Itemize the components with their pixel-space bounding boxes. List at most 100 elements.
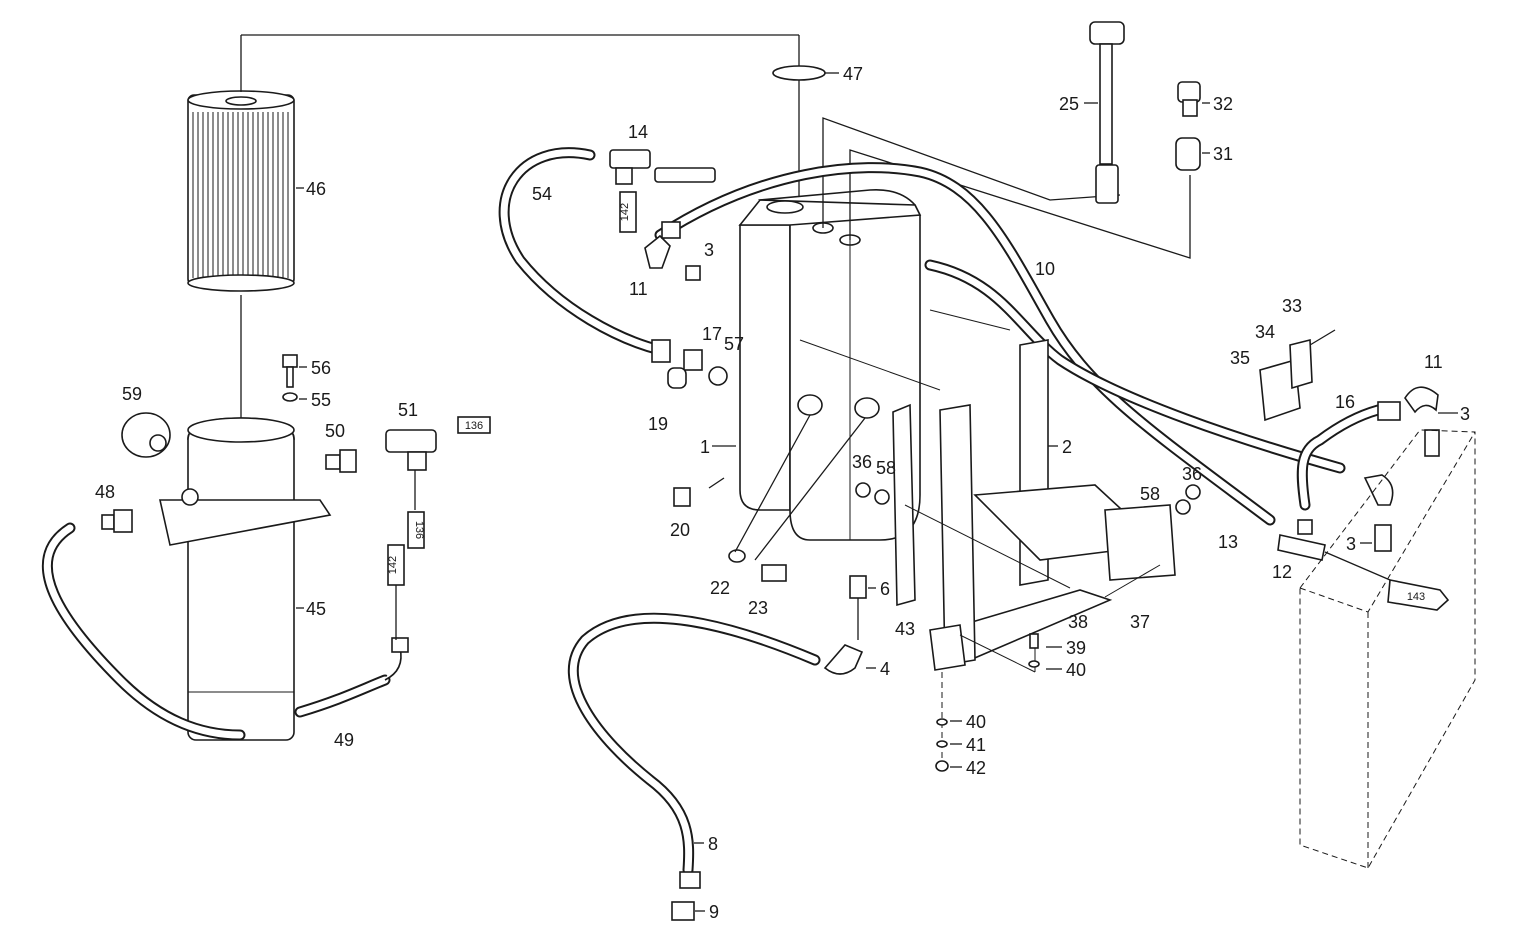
- part-label-11-2: 11: [1424, 352, 1443, 372]
- screw-39: [1029, 633, 1039, 649]
- part-label-3-3: 3: [1346, 534, 1356, 554]
- part-label-50: 50: [325, 421, 345, 441]
- nut-36b: [1185, 484, 1201, 500]
- part-label-17: 17: [702, 324, 722, 344]
- part-label-25: 25: [1059, 94, 1079, 114]
- tee-51: [385, 429, 437, 471]
- tank-1: [738, 188, 922, 541]
- tee-12: [1277, 534, 1326, 561]
- tag-136-down: 136: [407, 511, 425, 549]
- part-label-46: 46: [306, 179, 326, 199]
- hose-54: [498, 147, 666, 356]
- tag-136a-text: 136: [465, 420, 483, 432]
- part-label-58-1: 58: [876, 458, 896, 478]
- part-label-58-2: 58: [1140, 484, 1160, 504]
- fitting-3-right-top: [1424, 429, 1440, 457]
- fitting-6: [849, 575, 867, 599]
- plug-32: [1177, 81, 1201, 117]
- plug-9: [671, 901, 695, 921]
- elbow-11-top: [644, 234, 671, 269]
- seal-ring-47: [772, 65, 826, 81]
- bracket-2: [929, 339, 1176, 671]
- tag-142b-text: 142: [387, 556, 399, 574]
- part-label-23: 23: [748, 598, 768, 618]
- tag-136b-text: 136: [413, 521, 425, 539]
- tag-143-text: 143: [1407, 591, 1425, 603]
- part-label-43: 43: [895, 619, 915, 639]
- union-48: [101, 509, 133, 533]
- washer-55: [282, 392, 298, 402]
- part-label-54: 54: [532, 184, 552, 204]
- tag-142-left: 142: [387, 544, 405, 586]
- nut-hose-54: [661, 221, 681, 239]
- part-label-41: 41: [966, 735, 986, 755]
- tag-142a-text: 142: [619, 203, 631, 221]
- part-label-36-1: 36: [852, 452, 872, 472]
- washer-40b: [936, 718, 948, 726]
- part-label-55: 55: [311, 390, 331, 410]
- washer-58a: [874, 489, 890, 505]
- plug-31: [1175, 137, 1201, 171]
- tag-142-top: 142: [619, 191, 637, 233]
- part-label-6: 6: [880, 579, 890, 599]
- fitting-14: [609, 149, 716, 185]
- part-label-31: 31: [1213, 144, 1233, 164]
- part-label-33: 33: [1282, 296, 1302, 316]
- part-label-45: 45: [306, 599, 326, 619]
- part-label-42: 42: [966, 758, 986, 778]
- nut-42: [935, 760, 949, 772]
- nut-9a: [679, 871, 701, 889]
- leader-tank-31: [849, 149, 1191, 259]
- part-label-59: 59: [122, 384, 142, 404]
- nut-17a: [651, 339, 671, 363]
- part-label-38: 38: [1068, 612, 1088, 632]
- union-50: [325, 449, 357, 473]
- part-label-47: 47: [843, 64, 863, 84]
- part-label-16: 16: [1335, 392, 1355, 412]
- tag-136-right: 136: [457, 416, 491, 434]
- filter-housing-45: [159, 417, 332, 741]
- nut-16: [1377, 401, 1401, 421]
- part-label-22: 22: [710, 578, 730, 598]
- part-label-11-1: 11: [629, 279, 648, 299]
- part-label-35: 35: [1230, 348, 1250, 368]
- part-label-36-2: 36: [1182, 464, 1202, 484]
- sensor-23: [761, 564, 787, 582]
- fitting-3-top: [685, 265, 701, 281]
- part-label-37: 37: [1130, 612, 1150, 632]
- part-label-51: 51: [398, 400, 418, 420]
- part-label-10: 10: [1035, 259, 1055, 279]
- part-label-13: 13: [1218, 532, 1238, 552]
- sensor-25: [1089, 21, 1125, 204]
- fitting-3-right-bottom: [1374, 524, 1392, 552]
- bolt-56: [282, 354, 298, 388]
- elbow-11-right: [1404, 386, 1439, 414]
- label-leaders: [296, 72, 1458, 912]
- part-label-39: 39: [1066, 638, 1086, 658]
- part-label-20: 20: [670, 520, 690, 540]
- washer-58b: [1175, 499, 1191, 515]
- part-label-3-1: 3: [704, 240, 714, 260]
- washer-41: [936, 740, 948, 748]
- cap-59: [121, 412, 171, 458]
- block-35: [1259, 358, 1301, 422]
- part-label-57: 57: [724, 334, 744, 354]
- part-label-48: 48: [95, 482, 115, 502]
- part-label-3-2: 3: [1460, 404, 1470, 424]
- part-label-34: 34: [1255, 322, 1275, 342]
- part-label-19: 19: [648, 414, 668, 434]
- elbow-4: [823, 644, 864, 675]
- screw-33: [1309, 329, 1336, 346]
- part-label-40-1: 40: [1066, 660, 1086, 680]
- plug-20: [673, 487, 691, 507]
- part-label-32: 32: [1213, 94, 1233, 114]
- part-label-9: 9: [709, 902, 719, 922]
- part-label-1: 1: [700, 437, 710, 457]
- tag-143: 143: [1387, 579, 1450, 611]
- plug-19: [667, 367, 687, 389]
- oring-57: [708, 366, 728, 386]
- part-label-2: 2: [1062, 437, 1072, 457]
- nut-36a: [855, 482, 871, 498]
